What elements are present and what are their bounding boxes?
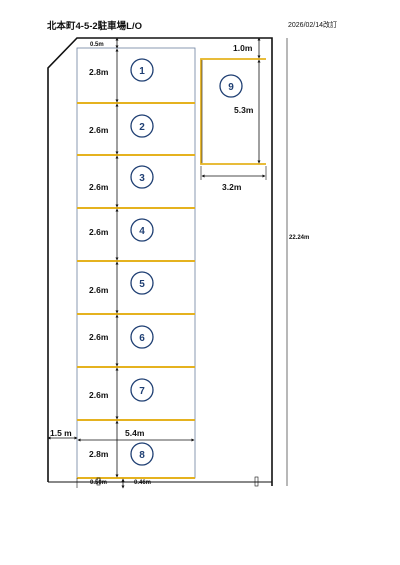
top-gap-label: 0.5m bbox=[90, 42, 104, 48]
space-1-number: 1 bbox=[139, 66, 145, 77]
space-5-marker bbox=[130, 271, 154, 295]
bottom-right-label: 0.46m bbox=[134, 480, 151, 486]
space-6-length-label: 2.6m bbox=[89, 332, 109, 342]
space-1-marker bbox=[130, 58, 154, 82]
space-9-width-label: 3.2m bbox=[222, 182, 242, 192]
space-8-marker bbox=[130, 442, 154, 466]
space-7-marker bbox=[130, 378, 154, 402]
space-7-number: 7 bbox=[139, 386, 145, 397]
space-2-number: 2 bbox=[139, 122, 145, 133]
total-depth-label: 22.24m bbox=[289, 235, 309, 241]
space-9-marker bbox=[219, 74, 243, 98]
revision-date: 2026/02/14改訂 bbox=[288, 22, 338, 29]
space-5-length-label: 2.6m bbox=[89, 285, 109, 295]
space-4-length-label: 2.6m bbox=[89, 227, 109, 237]
space-2-length-label: 2.6m bbox=[89, 125, 109, 135]
space-4-number: 4 bbox=[139, 226, 145, 237]
space-6-number: 6 bbox=[139, 333, 145, 344]
site-boundary bbox=[47, 37, 273, 486]
space-width-label: 5.4m bbox=[125, 428, 145, 438]
space-8-number: 8 bbox=[139, 450, 145, 461]
right-post bbox=[254, 476, 259, 487]
space-6-marker bbox=[130, 325, 154, 349]
space-7-length-label: 2.6m bbox=[89, 390, 109, 400]
space-9-number: 9 bbox=[228, 82, 234, 93]
page-title: 北本町4-5-2駐車場L/O bbox=[47, 21, 143, 32]
space-3-number: 3 bbox=[139, 173, 145, 184]
space-markers bbox=[130, 58, 243, 466]
left-setback-label: 1.5 m bbox=[50, 428, 72, 438]
space-1-length-label: 2.8m bbox=[89, 67, 109, 77]
space-2-marker bbox=[130, 114, 154, 138]
space-9-length-label: 5.3m bbox=[234, 105, 254, 115]
space-3-length-label: 2.6m bbox=[89, 182, 109, 192]
left-post bbox=[96, 477, 101, 486]
parking-block-outline bbox=[76, 47, 196, 479]
bottom-left-label: 0.50m bbox=[90, 480, 107, 486]
space-9-offset-label: 1.0m bbox=[233, 43, 253, 53]
space-dividers bbox=[77, 102, 195, 479]
space-5-number: 5 bbox=[139, 279, 145, 290]
space-9-outline bbox=[200, 58, 266, 165]
space-3-marker bbox=[130, 165, 154, 189]
space-8-length-label: 2.8m bbox=[89, 449, 109, 459]
space-4-marker bbox=[130, 218, 154, 242]
